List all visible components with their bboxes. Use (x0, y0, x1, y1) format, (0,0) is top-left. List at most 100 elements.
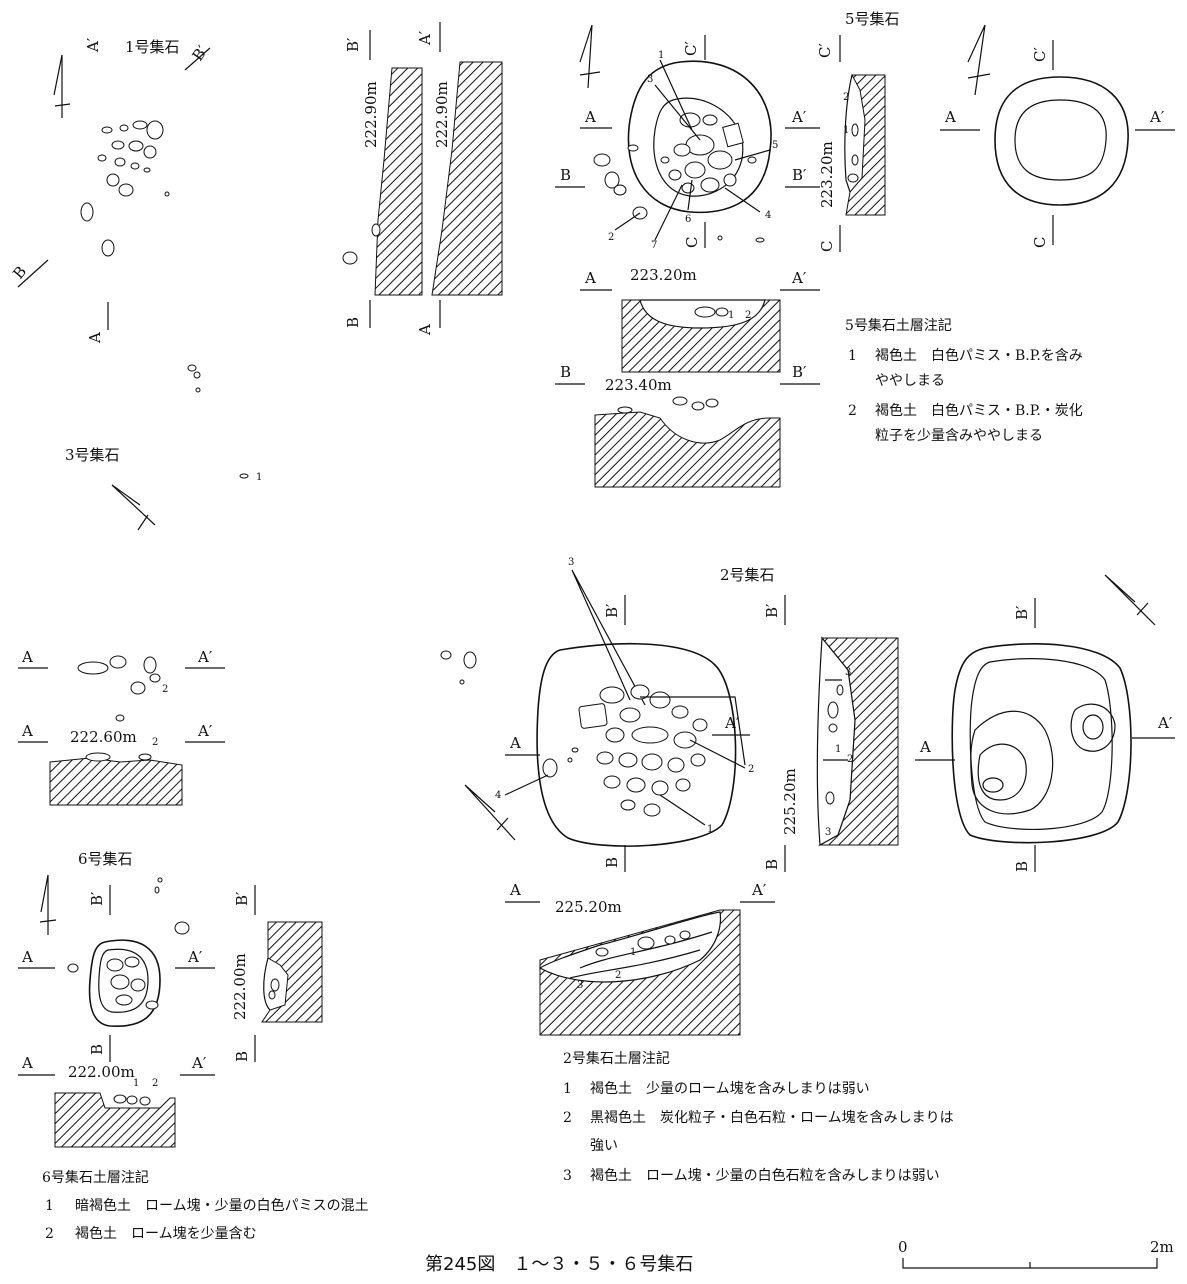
section-c-top: C′ (816, 43, 834, 58)
layer-number-2: 2 (152, 737, 158, 748)
stone-cluster (67, 877, 190, 1010)
section-b-right: B′ (792, 363, 807, 381)
section-a-left: A (21, 1054, 33, 1072)
feature-3-plan: 3号集石 1 (65, 446, 262, 531)
elevation-b: 222.90m (362, 81, 380, 148)
section-label-ap: A′ (1157, 714, 1173, 732)
notes-title: 5号集石土層注記 (845, 317, 952, 334)
north-arrow-icon (579, 24, 601, 89)
section-label-b: B (88, 1044, 106, 1055)
feature-1-title: 1号集石 (125, 38, 180, 56)
north-arrow-icon (111, 484, 156, 531)
feature-2-section-b: B′ 3 1 2 3 225.20m B (763, 595, 899, 872)
notes-title: 2号集石土層注記 (563, 1050, 670, 1067)
note-2-text: 褐色土 ローム塊を少量含む (75, 1225, 257, 1242)
section-label-a: A (944, 108, 956, 126)
stone-number-1: 1 (658, 50, 664, 61)
figure-caption: 第245図 １～３・５・６号集石 (425, 1254, 693, 1275)
note-1-text: 暗褐色土 ローム塊・少量の白色パミスの混土 (75, 1197, 369, 1214)
elevation-a: 222.00m (68, 1063, 135, 1081)
section-label-a: A (919, 738, 931, 756)
scale-start: 0 (898, 1238, 908, 1256)
layer-number-2: 2 (745, 310, 751, 321)
section-label-ap: A′ (197, 648, 213, 666)
stone-number-2: 2 (162, 684, 168, 695)
north-arrow-icon (1104, 574, 1156, 626)
layer-number-3: 3 (577, 980, 583, 991)
stone-number-1: 1 (707, 824, 713, 835)
feature-1-plan: 1号集石 A′ B′ A B (9, 37, 212, 393)
section-b-bottom: B (344, 317, 362, 328)
feature-6-notes: 6号集石土層注記 1 暗褐色土 ローム塊・少量の白色パミスの混土 2 褐色土 ロ… (42, 1169, 369, 1242)
section-b-top: B′ (233, 891, 251, 906)
feature-5-plan: 5号集石 C′ A A′ B B′ (555, 10, 900, 251)
note-1-number: 1 (848, 348, 857, 364)
note-2-text-cont: 強い (590, 1138, 618, 1154)
feature-5-section-b: B 223.40m B′ (555, 363, 820, 488)
north-arrow-icon (464, 784, 516, 841)
section-a-left: A (509, 881, 521, 899)
section-a-right: A′ (791, 269, 807, 287)
note-1-text: 褐色土 少量のローム塊を含みしまりは弱い (590, 1080, 870, 1097)
note-3-number: 3 (563, 1168, 572, 1184)
note-2-text: 褐色土 白色パミス・B.P.・炭化 (875, 402, 1083, 419)
section-label-c: C (1031, 237, 1049, 248)
feature-6-title: 6号集石 (78, 850, 133, 868)
feature-5-notes: 5号集石土層注記 1 褐色土 白色パミス・B.P.を含み ややしまる 2 褐色土… (845, 317, 1083, 444)
section-label-cp: C′ (1031, 47, 1049, 62)
elevation-a: 222.90m (433, 81, 451, 148)
layer-number-2: 2 (152, 1078, 158, 1089)
section-b-top: B′ (344, 37, 362, 52)
section-a-right: A′ (191, 1054, 207, 1072)
section-label-ap: A′ (187, 948, 203, 966)
stone-number-6: 6 (685, 214, 691, 225)
section-label-cp: C′ (682, 41, 700, 56)
scale-end: 2m (1150, 1238, 1174, 1256)
note-1-text-cont: ややしまる (875, 373, 945, 389)
notes-title: 6号集石土層注記 (42, 1169, 149, 1186)
section-label-b: B (1013, 861, 1031, 872)
layer-number-2: 2 (843, 92, 849, 103)
stone-number-2: 2 (608, 232, 614, 243)
layer-number-2: 2 (847, 754, 853, 765)
stone-cluster (440, 650, 708, 817)
elevation-b: 223.40m (605, 376, 672, 394)
section-label-a: A (21, 648, 33, 666)
note-1-text: 褐色土 白色パミス・B.P.を含み (875, 347, 1083, 364)
section-a-bottom: A (416, 324, 434, 336)
layer-number-3b: 3 (825, 827, 831, 838)
layer-number-1: 1 (630, 947, 636, 958)
layer-number-2: 2 (615, 970, 621, 981)
stone-number-4: 4 (765, 210, 771, 221)
feature-1-section-b: B′ 222.90m B (342, 30, 423, 328)
stone-cluster (593, 112, 765, 243)
section-a-left: A (584, 269, 596, 287)
feature-5-section-c: C′ 2 1 223.20m C (816, 35, 886, 252)
feature-6-section-b: B′ 222.00m B (231, 885, 323, 1062)
note-2-number: 2 (848, 403, 857, 419)
elevation-b: 222.00m (231, 953, 249, 1020)
feature-2-section-a: A 225.20m A′ 1 2 3 (505, 881, 775, 1036)
note-2-text-cont: 粒子を少量含みややしまる (875, 428, 1043, 444)
north-arrow-icon (967, 24, 991, 96)
section-label-ap: A′ (724, 714, 740, 732)
section-label-a: A (21, 948, 33, 966)
left-section-profile: A 222.60m A′ 2 (18, 714, 225, 806)
feature-2-notes: 2号集石土層注記 1 褐色土 少量のローム塊を含みしまりは弱い 2 黒褐色土 炭… (563, 1050, 954, 1184)
section-label-ap: A′ (791, 108, 807, 126)
stone-cluster (80, 120, 201, 393)
section-c-bottom: C (818, 241, 836, 252)
elevation-c: 223.20m (818, 141, 836, 208)
note-1-number: 1 (563, 1081, 572, 1097)
section-label-ap: A′ (84, 37, 102, 53)
layer-number-3: 3 (845, 667, 851, 678)
section-b-bottom: B (233, 1051, 251, 1062)
layer-number-1: 1 (835, 744, 841, 755)
section-a-left: A (21, 722, 33, 740)
north-arrow-icon (39, 874, 57, 935)
scale-bar: 0 2m (898, 1238, 1174, 1269)
feature-5-section-a: A 223.20m A′ 1 2 (580, 266, 820, 373)
note-1-number: 1 (45, 1198, 54, 1214)
section-a-top: A′ (416, 30, 434, 46)
section-a-right: A′ (197, 722, 213, 740)
